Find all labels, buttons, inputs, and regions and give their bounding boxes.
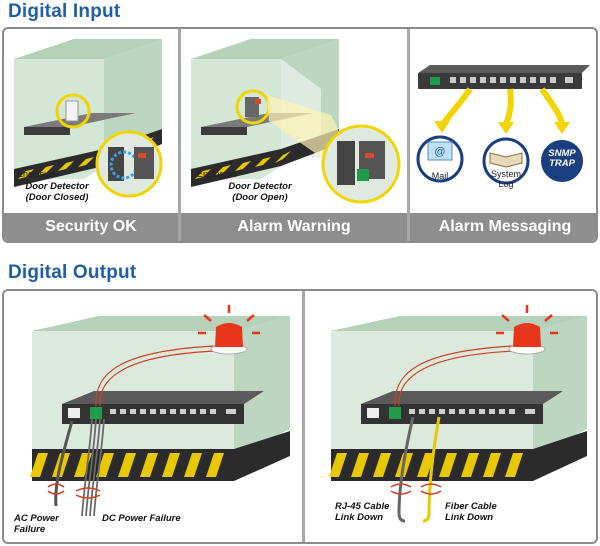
fiber-line1: Fiber Cable — [445, 501, 497, 512]
door-detector-title: Door Detector — [25, 181, 89, 192]
alarm-warning-illustration — [191, 39, 401, 204]
fiber-cable — [422, 416, 441, 523]
dc-power-failure-label: DC Power Failure — [102, 513, 181, 524]
door-detector-label: Door Detector (Door Closed) — [22, 181, 92, 203]
panel-power-failure: AC Power Failure DC Power Failure — [4, 291, 302, 542]
snmp-trap-label: SNMP TRAP — [546, 149, 578, 169]
fiber-link-down-label: Fiber Cable Link Down — [445, 501, 497, 523]
hazard-base — [32, 431, 290, 481]
alarm-messaging-illustration: @ — [416, 65, 590, 185]
digital-output-heading: Digital Output — [8, 262, 137, 283]
snmp-line1: SNMP — [548, 148, 576, 159]
caption-security-ok: Security OK — [4, 213, 178, 241]
divider — [302, 291, 305, 542]
enclosure-label: Enclosure — [197, 169, 238, 179]
snmp-trap-icon — [539, 138, 585, 184]
caption-alarm-messaging: Alarm Messaging — [410, 213, 596, 241]
hazard-stripes — [329, 453, 523, 477]
rj45-link-down-label: RJ-45 Cable Link Down — [335, 501, 389, 523]
system-log-label: System Log — [484, 169, 528, 189]
link-down-illustration — [329, 305, 587, 523]
digital-input-heading: Digital Input — [8, 1, 121, 22]
security-ok-illustration — [14, 39, 163, 198]
panel-alarm-warning: Enclosure Door Detector (Door Open) Alar… — [181, 29, 407, 241]
enclosure-label: Enclosure — [17, 169, 58, 179]
rj45-line2: Link Down — [335, 512, 384, 523]
divider — [178, 29, 181, 241]
digital-input-frame: Enclosure Door Detector (Door Closed) Se… — [2, 27, 598, 243]
rj45-cable — [397, 416, 415, 523]
power-failure-illustration — [30, 305, 290, 517]
divider — [407, 29, 410, 241]
door-detector-state: (Door Closed) — [25, 192, 89, 203]
svg-text:@: @ — [434, 146, 445, 158]
snmp-line2: TRAP — [549, 158, 575, 169]
door-detector-label: Door Detector (Door Open) — [221, 181, 299, 203]
rj45-line1: RJ-45 Cable — [335, 501, 390, 512]
system-log-line1: System — [490, 169, 521, 179]
hazard-base — [331, 431, 587, 481]
digital-output-frame: AC Power Failure DC Power Failure — [2, 289, 598, 544]
alarm-light-icon — [513, 323, 541, 347]
fiber-line2: Link Down — [445, 512, 494, 523]
alarm-light-icon — [215, 323, 243, 347]
panel-security-ok: Enclosure Door Detector (Door Closed) Se… — [4, 29, 178, 241]
panel-alarm-messaging: @ Mail System Log SNMP TRAP Alarm Messag… — [410, 29, 596, 241]
ac-power-failure-label: AC Power Failure — [14, 513, 59, 535]
dc-power-cables — [81, 418, 105, 517]
door-highlight-circle — [55, 93, 91, 129]
ac-line2: Failure — [14, 524, 46, 535]
panel-link-down: RJ-45 Cable Link Down Fiber Cable Link D… — [305, 291, 596, 542]
ac-line1: AC Power — [14, 513, 59, 524]
door-detector-state: (Door Open) — [232, 192, 288, 203]
door-detector-title: Door Detector — [228, 181, 292, 192]
caption-alarm-warning: Alarm Warning — [181, 213, 407, 241]
system-log-line2: Log — [498, 179, 514, 189]
ac-power-cable — [54, 420, 74, 507]
mail-label: Mail — [431, 171, 449, 181]
